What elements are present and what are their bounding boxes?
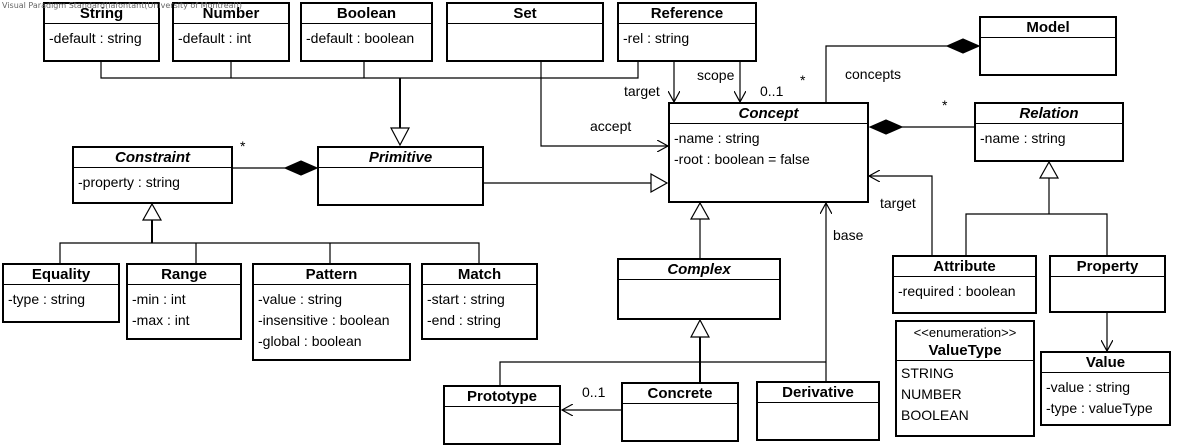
label-multiplicity-relation: * — [942, 97, 948, 113]
watermark: Visual Paradigm Standard(lafontant(Unive… — [2, 1, 243, 10]
comp-model-diamond — [945, 38, 981, 54]
class-attribute-attr: -required : boolean — [898, 283, 1016, 299]
comp-model — [825, 45, 947, 102]
class-valuetype-name: ValueType — [928, 342, 1002, 359]
class-concept-name: Concept — [670, 104, 867, 124]
class-string-attr: -default : string — [49, 30, 142, 46]
comp-relation-diamond — [868, 119, 904, 135]
class-property[interactable]: Property — [1049, 255, 1166, 313]
class-boolean[interactable]: Boolean -default : boolean — [300, 2, 433, 62]
class-derivative[interactable]: Derivative — [756, 381, 880, 441]
label-scope: scope — [697, 67, 735, 83]
valuetype-literal-boolean: BOOLEAN — [901, 407, 969, 423]
class-constraint-attr: -property : string — [78, 174, 180, 190]
gen-primitive-head — [390, 127, 410, 147]
class-match-name: Match — [423, 265, 536, 285]
class-value-attr-value: -value : string — [1046, 379, 1131, 395]
class-range-attr-max: -max : int — [132, 312, 190, 328]
class-string-name: String — [45, 4, 158, 24]
class-derivative-name: Derivative — [758, 383, 878, 403]
class-constraint-name: Constraint — [74, 148, 231, 168]
class-string[interactable]: String -default : string — [43, 2, 160, 62]
class-primitive-name: Primitive — [319, 148, 482, 168]
class-concept-attr-root: -root : boolean = false — [674, 151, 810, 167]
class-attribute-name: Attribute — [894, 257, 1035, 277]
class-pattern-attr-insensitive: -insensitive : boolean — [258, 312, 390, 328]
class-prototype[interactable]: Prototype — [443, 385, 561, 445]
class-relation-name: Relation — [976, 104, 1122, 124]
class-number-name: Number — [174, 4, 288, 24]
gen-constraint-head — [141, 202, 163, 221]
gen-reference-bus — [400, 60, 639, 79]
class-match[interactable]: Match -start : string -end : string — [421, 263, 538, 340]
class-pattern-attr-value: -value : string — [258, 291, 343, 307]
label-multiplicity-constraint: * — [240, 138, 246, 154]
class-match-attr-start: -start : string — [427, 291, 505, 307]
class-equality[interactable]: Equality -type : string — [2, 263, 120, 323]
class-model-name: Model — [981, 18, 1115, 38]
valuetype-stereotype: <<enumeration>> — [913, 325, 1017, 340]
class-number-attr: -default : int — [178, 30, 252, 46]
class-value[interactable]: Value -value : string -type : valueType — [1040, 351, 1171, 426]
class-valuetype[interactable]: <<enumeration>> ValueType STRING NUMBER … — [895, 320, 1035, 437]
class-set-name: Set — [448, 4, 602, 24]
class-relation[interactable]: Relation -name : string — [974, 102, 1124, 162]
class-complex-name: Complex — [619, 260, 779, 280]
label-multiplicity-prototype: 0..1 — [582, 384, 606, 400]
class-concrete-name: Concrete — [623, 384, 737, 404]
gen-string — [100, 60, 400, 79]
class-set[interactable]: Set — [446, 2, 604, 62]
class-value-attr-type: -type : valueType — [1046, 400, 1153, 416]
comp-constraint-diamond — [283, 160, 319, 176]
gen-concept-head-bottom — [689, 201, 711, 220]
gen-relation-bus — [965, 213, 1108, 255]
gen-complex-bus — [499, 361, 826, 385]
class-attribute[interactable]: Attribute -required : boolean — [892, 255, 1037, 314]
class-reference-name: Reference — [619, 4, 755, 24]
class-reference-attr: -rel : string — [623, 30, 690, 46]
class-range-name: Range — [128, 265, 240, 285]
gen-concept-head-left — [650, 172, 669, 194]
class-number[interactable]: Number -default : int — [172, 2, 290, 62]
class-equality-name: Equality — [4, 265, 118, 285]
class-equality-attr: -type : string — [8, 291, 86, 307]
class-pattern-name: Pattern — [254, 265, 409, 285]
gen-constraint-bus — [59, 242, 480, 263]
class-relation-attr: -name : string — [980, 130, 1066, 146]
class-pattern-attr-global: -global : boolean — [258, 333, 362, 349]
valuetype-literal-number: NUMBER — [901, 386, 962, 402]
class-constraint[interactable]: Constraint -property : string — [72, 146, 233, 204]
class-model[interactable]: Model — [979, 16, 1117, 76]
class-match-attr-end: -end : string — [427, 312, 501, 328]
assoc-accept — [540, 60, 668, 146]
label-target-attribute: target — [880, 195, 916, 211]
class-range-attr-min: -min : int — [132, 291, 186, 307]
class-complex[interactable]: Complex — [617, 258, 781, 320]
gen-complex-head — [690, 318, 710, 338]
valuetype-literal-string: STRING — [901, 365, 954, 381]
class-prototype-name: Prototype — [445, 387, 559, 407]
label-multiplicity-model: * — [800, 72, 806, 88]
class-concept-attr-name: -name : string — [674, 130, 760, 146]
class-range[interactable]: Range -min : int -max : int — [126, 263, 242, 340]
class-boolean-attr: -default : boolean — [306, 30, 415, 46]
label-target-reference: target — [624, 83, 660, 99]
class-boolean-name: Boolean — [302, 4, 431, 24]
class-primitive[interactable]: Primitive — [317, 146, 484, 206]
label-accept: accept — [590, 118, 632, 134]
class-property-name: Property — [1051, 257, 1164, 277]
assoc-attr-target — [869, 176, 933, 255]
class-concrete[interactable]: Concrete — [621, 382, 739, 442]
class-value-name: Value — [1042, 353, 1169, 373]
label-multiplicity-scope: 0..1 — [760, 83, 784, 99]
label-base: base — [833, 227, 864, 243]
class-concept[interactable]: Concept -name : string -root : boolean =… — [668, 102, 869, 203]
label-concepts: concepts — [845, 66, 902, 82]
gen-relation-head — [1038, 160, 1060, 179]
class-reference[interactable]: Reference -rel : string — [617, 2, 757, 62]
class-pattern[interactable]: Pattern -value : string -insensitive : b… — [252, 263, 411, 361]
